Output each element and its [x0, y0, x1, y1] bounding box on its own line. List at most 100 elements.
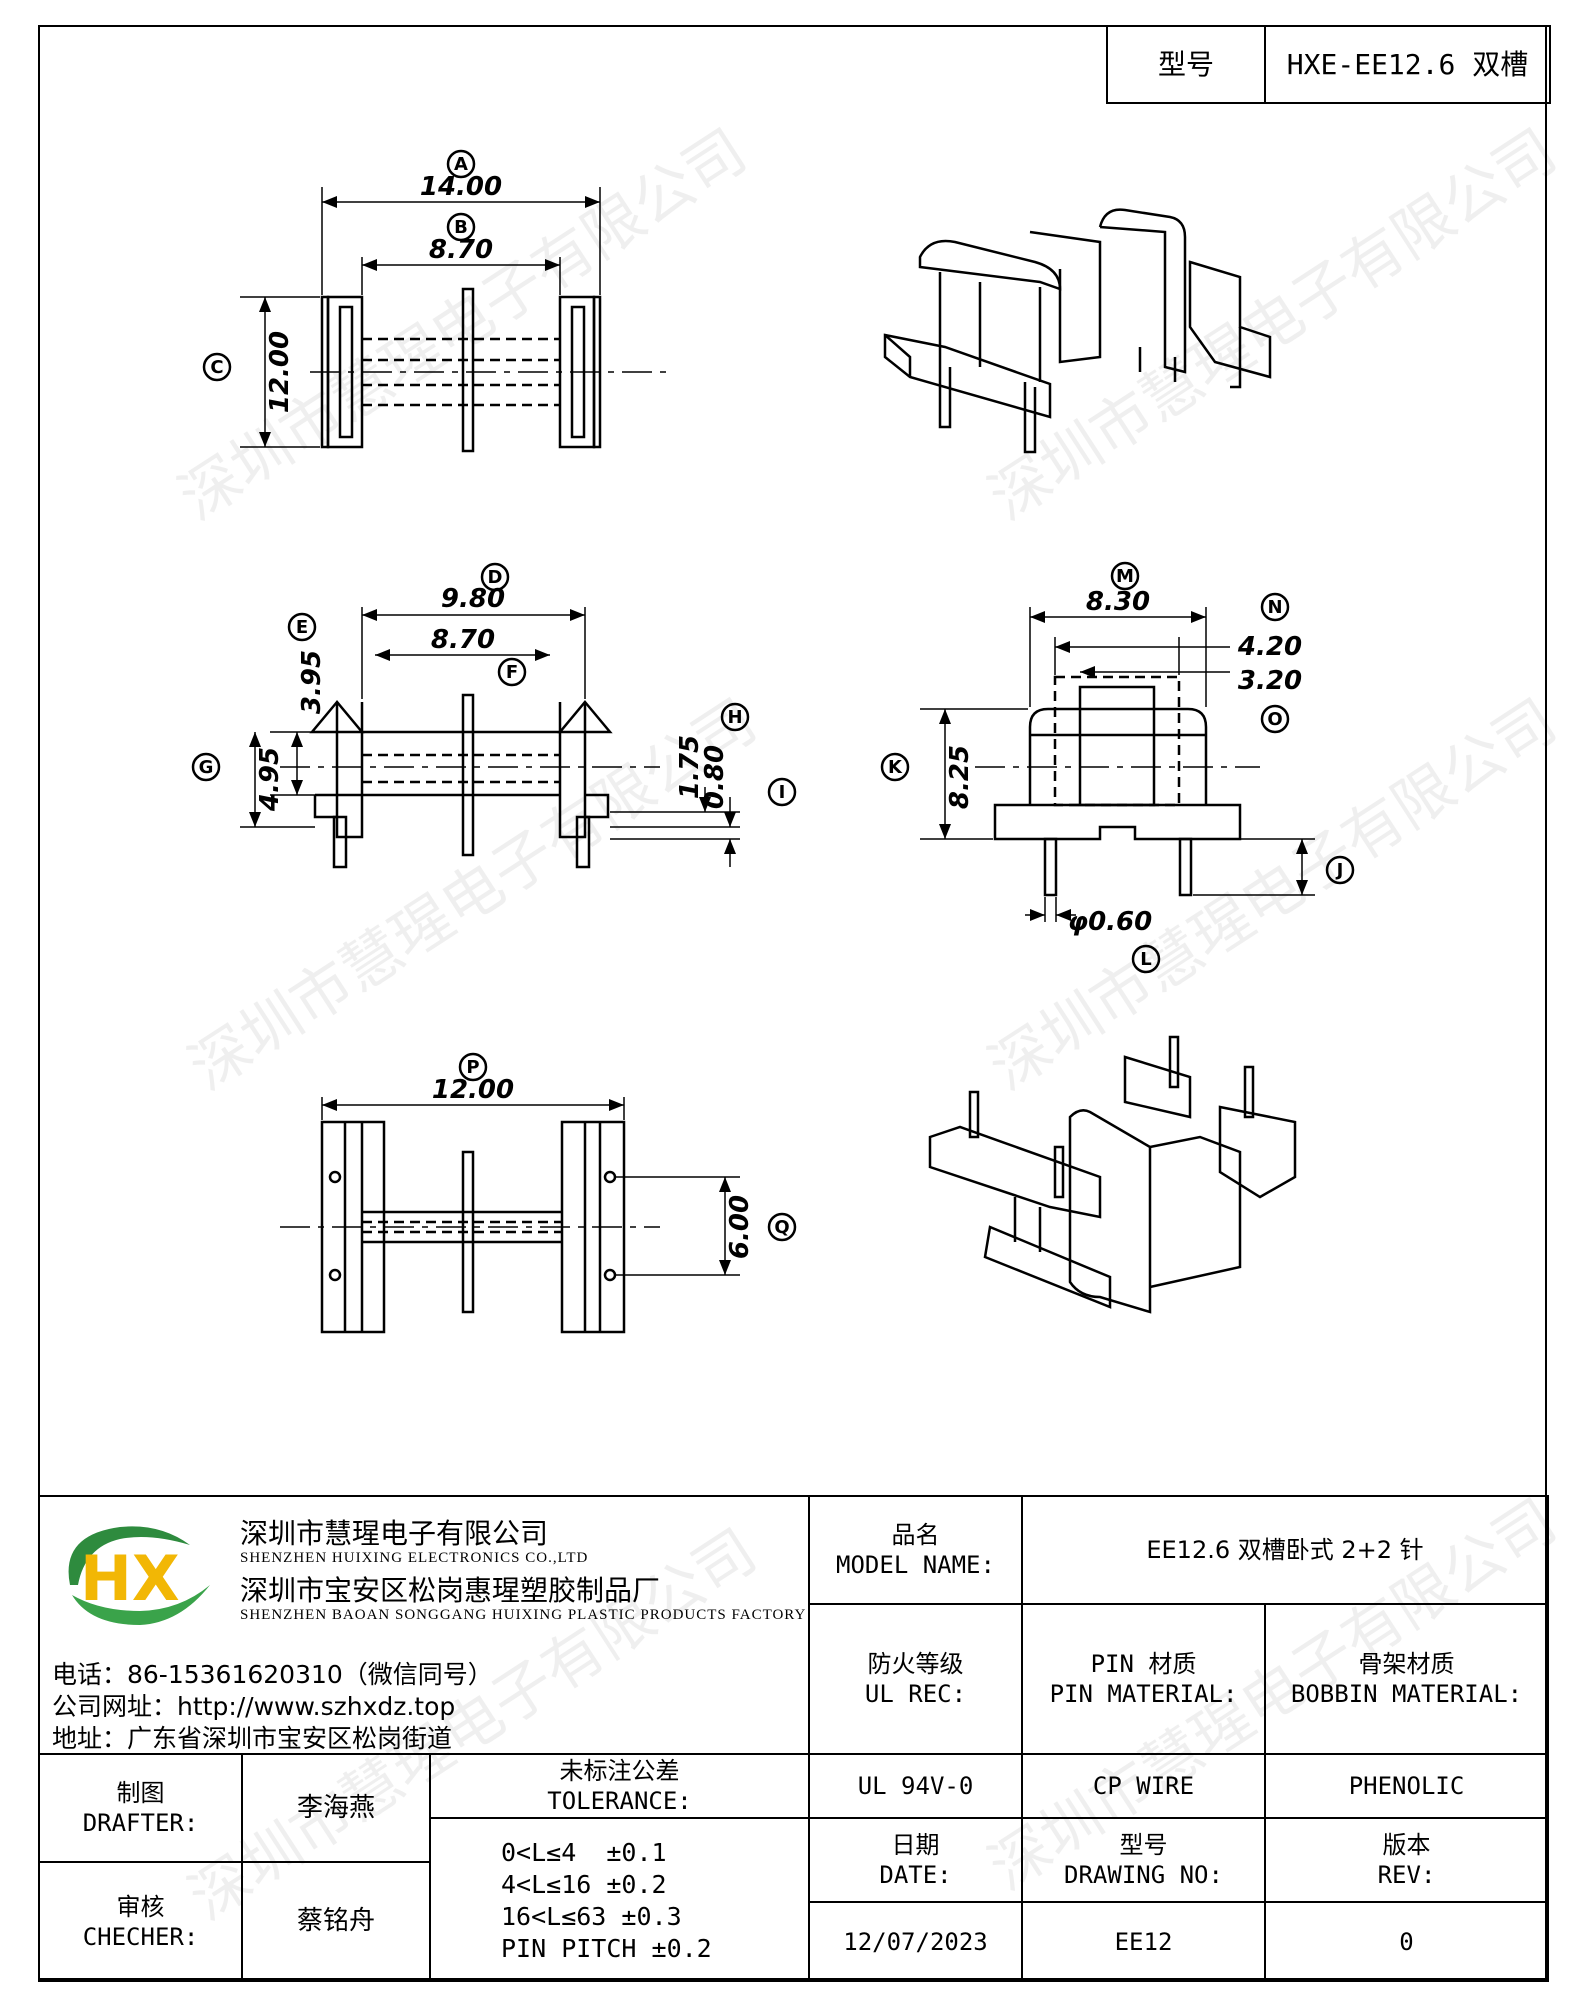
pin-value-cell: CP WIRE — [1021, 1753, 1266, 1819]
tolerance-label-en: TOLERANCE: — [547, 1787, 692, 1815]
bobbin-material-label-cell: 骨架材质 BOBBIN MATERIAL: — [1264, 1603, 1549, 1755]
marker-b: B — [446, 212, 476, 242]
date-value: 12/07/2023 — [843, 1927, 988, 1956]
drawing-no-label-en: DRAWING NO: — [1064, 1861, 1223, 1889]
pin-material-label-cell: PIN 材质 PIN MATERIAL: — [1021, 1603, 1266, 1755]
front-view — [240, 607, 740, 869]
bobbin-value-cell: PHENOLIC — [1264, 1753, 1549, 1819]
drawing-no-value: EE12 — [1114, 1927, 1173, 1956]
technical-drawing: 14.00 8.70 12.00 9.80 8.70 3.95 4.95 1.7… — [191, 149, 1355, 1334]
dim-c-value: 12.00 — [265, 331, 295, 413]
tolerance-label-cn: 未标注公差 — [559, 1757, 680, 1785]
tolerance-values-cell: 0<L≤4 ±0.1 4<L≤16 ±0.2 16<L≤63 ±0.3 PIN … — [429, 1817, 810, 1982]
dimension-labels: 14.00 8.70 12.00 9.80 8.70 3.95 4.95 1.7… — [255, 172, 1302, 1259]
marker-l: L — [1131, 944, 1161, 974]
dim-n-value: 4.20 — [1237, 632, 1302, 662]
date-label-cell: 日期 DATE: — [808, 1817, 1023, 1903]
drawing-no-value-cell: EE12 — [1021, 1901, 1266, 1982]
model-label-cell: 型号 — [1106, 25, 1266, 104]
model-value-cell: HXE-EE12.6 双槽 — [1264, 25, 1551, 104]
drawing-no-label-cell: 型号 DRAWING NO: — [1021, 1817, 1266, 1903]
marker-h-letter: H — [727, 707, 742, 728]
marker-o-letter: O — [1267, 709, 1282, 730]
marker-l-letter: L — [1140, 949, 1151, 970]
dim-m-value: 8.30 — [1086, 587, 1150, 617]
logo-text: HX — [80, 1542, 180, 1615]
company-name-en: SHENZHEN HUIXING ELECTRONICS CO.,LTD — [240, 1550, 589, 1566]
dim-d-value: 9.80 — [441, 584, 505, 614]
dim-o-value: 3.20 — [1238, 666, 1302, 696]
marker-d: D — [480, 562, 510, 592]
marker-a-letter: A — [454, 154, 468, 175]
model-name-value: EE12.6 双槽卧式 2+2 针 — [1146, 1536, 1424, 1564]
dim-f-value: 8.70 — [431, 625, 495, 655]
marker-c: C — [202, 352, 232, 382]
company-website: 公司网址：http://www.szhxdz.top — [52, 1692, 456, 1721]
isometric-view-bottom — [928, 1035, 1297, 1314]
marker-i: I — [767, 777, 797, 807]
marker-a: A — [446, 149, 476, 179]
tolerance-line: 16<L≤63 ±0.3 — [501, 1902, 682, 1931]
marker-q-letter: Q — [774, 1217, 789, 1238]
drafter-label-en: DRAFTER: — [82, 1809, 199, 1837]
tolerance-label-cell: 未标注公差 TOLERANCE: — [429, 1753, 810, 1819]
ul-rec-label-cell: 防火等级 UL REC: — [808, 1603, 1023, 1755]
model-name-label-cn: 品名 — [891, 1521, 940, 1549]
bobbin-label-cn: 骨架材质 — [1358, 1650, 1455, 1678]
dim-h-value: 1.75 — [675, 735, 705, 799]
side-view — [920, 607, 1315, 922]
marker-c-letter: C — [210, 357, 223, 378]
marker-k: K — [880, 752, 910, 782]
marker-p: P — [458, 1052, 488, 1082]
dim-e-value: 3.95 — [297, 650, 327, 714]
marker-q: Q — [767, 1212, 797, 1242]
marker-p-letter: P — [466, 1057, 479, 1078]
marker-g-letter: G — [199, 757, 214, 778]
marker-m: M — [1110, 561, 1140, 591]
marker-i-letter: I — [779, 782, 786, 803]
dim-g-value: 4.95 — [255, 747, 285, 812]
rev-label-en: REV: — [1377, 1861, 1436, 1889]
marker-o: O — [1260, 704, 1290, 734]
rev-label-cn: 版本 — [1382, 1831, 1431, 1859]
company-name-cn: 深圳市慧瑆电子有限公司 — [240, 1517, 549, 1550]
pin-label-en: PIN MATERIAL: — [1049, 1680, 1238, 1708]
date-value-cell: 12/07/2023 — [808, 1901, 1023, 1982]
dimension-letter-markers: A B C D E F G H I J K L M N O P Q — [191, 149, 1355, 1242]
marker-j-letter: J — [1335, 860, 1344, 881]
date-label-cn: 日期 — [891, 1831, 940, 1859]
dim-q-value: 6.00 — [725, 1195, 755, 1259]
rev-value: 0 — [1399, 1927, 1414, 1956]
ul-label-en: UL REC: — [864, 1680, 967, 1708]
ul-label-cn: 防火等级 — [867, 1650, 964, 1678]
marker-g: G — [191, 752, 221, 782]
marker-h: H — [720, 702, 750, 732]
drafter-name: 李海燕 — [296, 1792, 375, 1823]
pin-label-cn: PIN 材质 — [1090, 1650, 1197, 1678]
marker-b-letter: B — [454, 217, 468, 238]
dim-i-value: 0.80 — [700, 745, 730, 809]
checker-name: 蔡铭舟 — [296, 1906, 375, 1937]
rev-label-cell: 版本 REV: — [1264, 1817, 1549, 1903]
model-value: HXE-EE12.6 双槽 — [1286, 48, 1529, 81]
marker-f-letter: F — [506, 662, 518, 683]
drawing-sheet: 深圳市慧瑆电子有限公司 深圳市慧瑆电子有限公司 深圳市慧瑆电子有限公司 深圳市慧… — [38, 25, 1569, 1982]
factory-name-cn: 深圳市宝安区松岗惠瑆塑胶制品厂 — [240, 1574, 661, 1607]
checker-name-cell: 蔡铭舟 — [241, 1861, 431, 1982]
drawing-no-label-cn: 型号 — [1119, 1831, 1168, 1859]
ul-value: UL 94V-0 — [857, 1772, 974, 1800]
model-name-value-cell: EE12.6 双槽卧式 2+2 针 — [1021, 1495, 1549, 1605]
factory-name-en: SHENZHEN BAOAN SONGGANG HUIXING PLASTIC … — [240, 1607, 807, 1623]
company-phone: 电话：86-15361620310（微信同号） — [52, 1660, 493, 1689]
ul-value-cell: UL 94V-0 — [808, 1753, 1023, 1819]
company-address: 地址：广东省深圳市宝安区松岗街道 — [52, 1724, 453, 1753]
pin-value: CP WIRE — [1092, 1772, 1195, 1800]
bobbin-value: PHENOLIC — [1348, 1772, 1465, 1800]
rev-value-cell: 0 — [1264, 1901, 1549, 1982]
checker-label-cell: 审核 CHECHER: — [38, 1861, 243, 1982]
drafter-label-cell: 制图 DRAFTER: — [38, 1753, 243, 1863]
tolerance-line: 4<L≤16 ±0.2 — [501, 1870, 667, 1899]
bottom-view — [280, 1097, 740, 1334]
marker-e-letter: E — [296, 617, 308, 638]
dim-k-value: 8.25 — [945, 745, 975, 809]
